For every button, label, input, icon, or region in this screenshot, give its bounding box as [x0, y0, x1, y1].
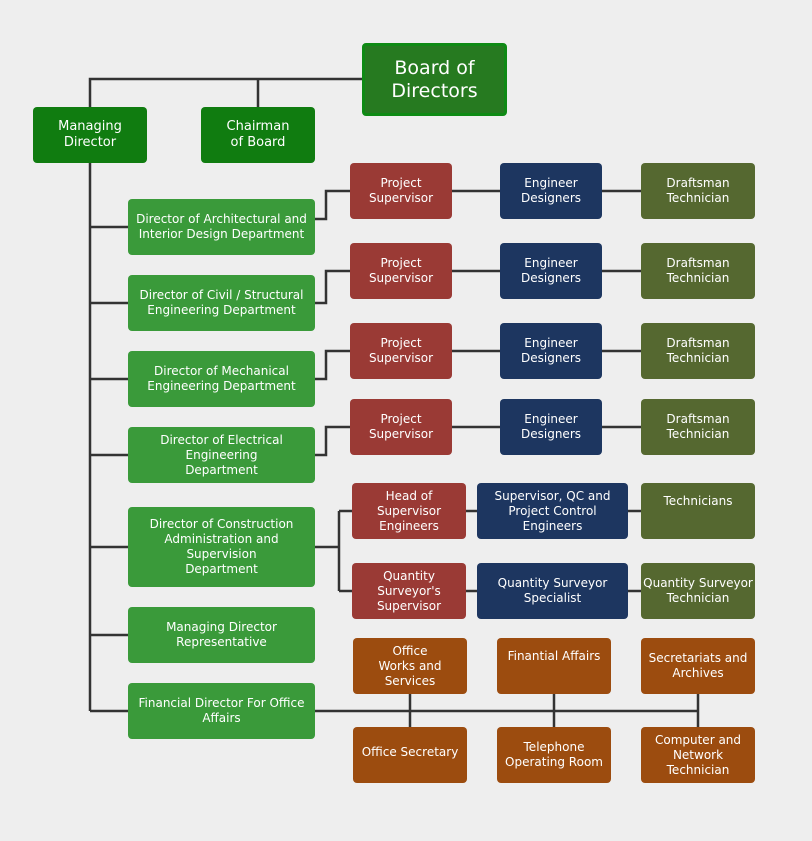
engineer-designers-mechanical[interactable]: Engineer Designers: [500, 323, 602, 379]
office-works-services[interactable]: Office Works and Services: [353, 638, 467, 694]
project-supervisor-mechanical[interactable]: Project Supervisor: [350, 323, 452, 379]
draftsman-technician-architectural[interactable]: Draftsman Technician: [641, 163, 755, 219]
quantity-surveyor-supervisor[interactable]: Quantity Surveyor's Supervisor: [352, 563, 466, 619]
engineer-designers-architectural[interactable]: Engineer Designers: [500, 163, 602, 219]
director-electrical[interactable]: Director of Electrical Engineering Depar…: [128, 427, 315, 483]
supervisor-qc-project-control[interactable]: Supervisor, QC and Project Control Engin…: [477, 483, 628, 539]
draftsman-technician-mechanical[interactable]: Draftsman Technician: [641, 323, 755, 379]
engineer-designers-electrical[interactable]: Engineer Designers: [500, 399, 602, 455]
head-of-supervisor-engineers[interactable]: Head of Supervisor Engineers: [352, 483, 466, 539]
project-supervisor-civil[interactable]: Project Supervisor: [350, 243, 452, 299]
managing-director[interactable]: Managing Director: [33, 107, 147, 163]
computer-network-technician[interactable]: Computer and Network Technician: [641, 727, 755, 783]
quantity-surveyor-specialist[interactable]: Quantity Surveyor Specialist: [477, 563, 628, 619]
office-secretary[interactable]: Office Secretary: [353, 727, 467, 783]
board-of-directors[interactable]: Board of Directors: [362, 43, 507, 116]
telephone-operating-room[interactable]: Telephone Operating Room: [497, 727, 611, 783]
director-mechanical[interactable]: Director of Mechanical Engineering Depar…: [128, 351, 315, 407]
director-construction[interactable]: Director of Construction Administration …: [128, 507, 315, 587]
engineer-designers-civil[interactable]: Engineer Designers: [500, 243, 602, 299]
project-supervisor-electrical[interactable]: Project Supervisor: [350, 399, 452, 455]
financial-director[interactable]: Financial Director For Office Affairs: [128, 683, 315, 739]
managing-director-representative[interactable]: Managing Director Representative: [128, 607, 315, 663]
chairman-of-board[interactable]: Chairman of Board: [201, 107, 315, 163]
project-supervisor-architectural[interactable]: Project Supervisor: [350, 163, 452, 219]
director-civil-structural[interactable]: Director of Civil / Structural Engineeri…: [128, 275, 315, 331]
technicians[interactable]: Technicians: [641, 483, 755, 539]
draftsman-technician-civil[interactable]: Draftsman Technician: [641, 243, 755, 299]
secretariats-archives[interactable]: Secretariats and Archives: [641, 638, 755, 694]
financial-affairs[interactable]: Finantial Affairs: [497, 638, 611, 694]
draftsman-technician-electrical[interactable]: Draftsman Technician: [641, 399, 755, 455]
quantity-surveyor-technician[interactable]: Quantity Surveyor Technician: [641, 563, 755, 619]
director-architectural[interactable]: Director of Architectural and Interior D…: [128, 199, 315, 255]
